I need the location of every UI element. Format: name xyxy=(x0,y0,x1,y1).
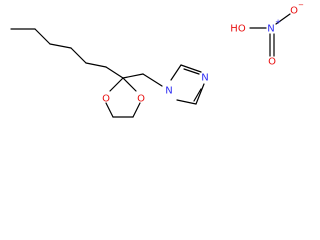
bond xyxy=(70,47,87,64)
bond xyxy=(122,77,137,92)
bond xyxy=(275,13,291,25)
bond xyxy=(142,73,163,87)
bond xyxy=(49,43,72,49)
bond xyxy=(132,102,141,118)
bond xyxy=(122,73,144,79)
oxygen-atom-label-left: O xyxy=(102,94,110,105)
bond xyxy=(105,102,114,118)
dioxolane-ring: O O xyxy=(102,77,145,118)
hexyl-chain xyxy=(10,28,124,79)
bond xyxy=(195,83,205,105)
bond xyxy=(85,62,107,68)
bond xyxy=(105,66,124,79)
oxygen-atom-label-right: O xyxy=(137,94,145,105)
nitrogen-atom-label-n1: N xyxy=(165,86,172,97)
negative-charge-label: − xyxy=(298,1,304,9)
hydroxyl-label: HO xyxy=(230,24,246,35)
bond xyxy=(170,64,182,81)
bond xyxy=(180,64,202,73)
oxygen-atom-label-double: O xyxy=(268,57,276,68)
bond xyxy=(193,88,202,102)
nitric-acid: HO N + O − O xyxy=(230,1,304,68)
positive-charge-label: + xyxy=(275,18,281,26)
imidazole-ring: N N xyxy=(165,64,209,105)
nitrogen-atom-label-nitrate: N xyxy=(267,24,274,35)
oxygen-atom-label-single: O xyxy=(290,6,298,17)
chemical-structure-diagram: O O N N HO N + O − O xyxy=(10,1,304,118)
bond xyxy=(34,28,51,45)
methylene-linker xyxy=(122,73,163,87)
nitrogen-atom-label-n3: N xyxy=(201,73,208,84)
bond xyxy=(176,99,197,105)
bond xyxy=(109,77,124,92)
bond xyxy=(183,68,200,75)
